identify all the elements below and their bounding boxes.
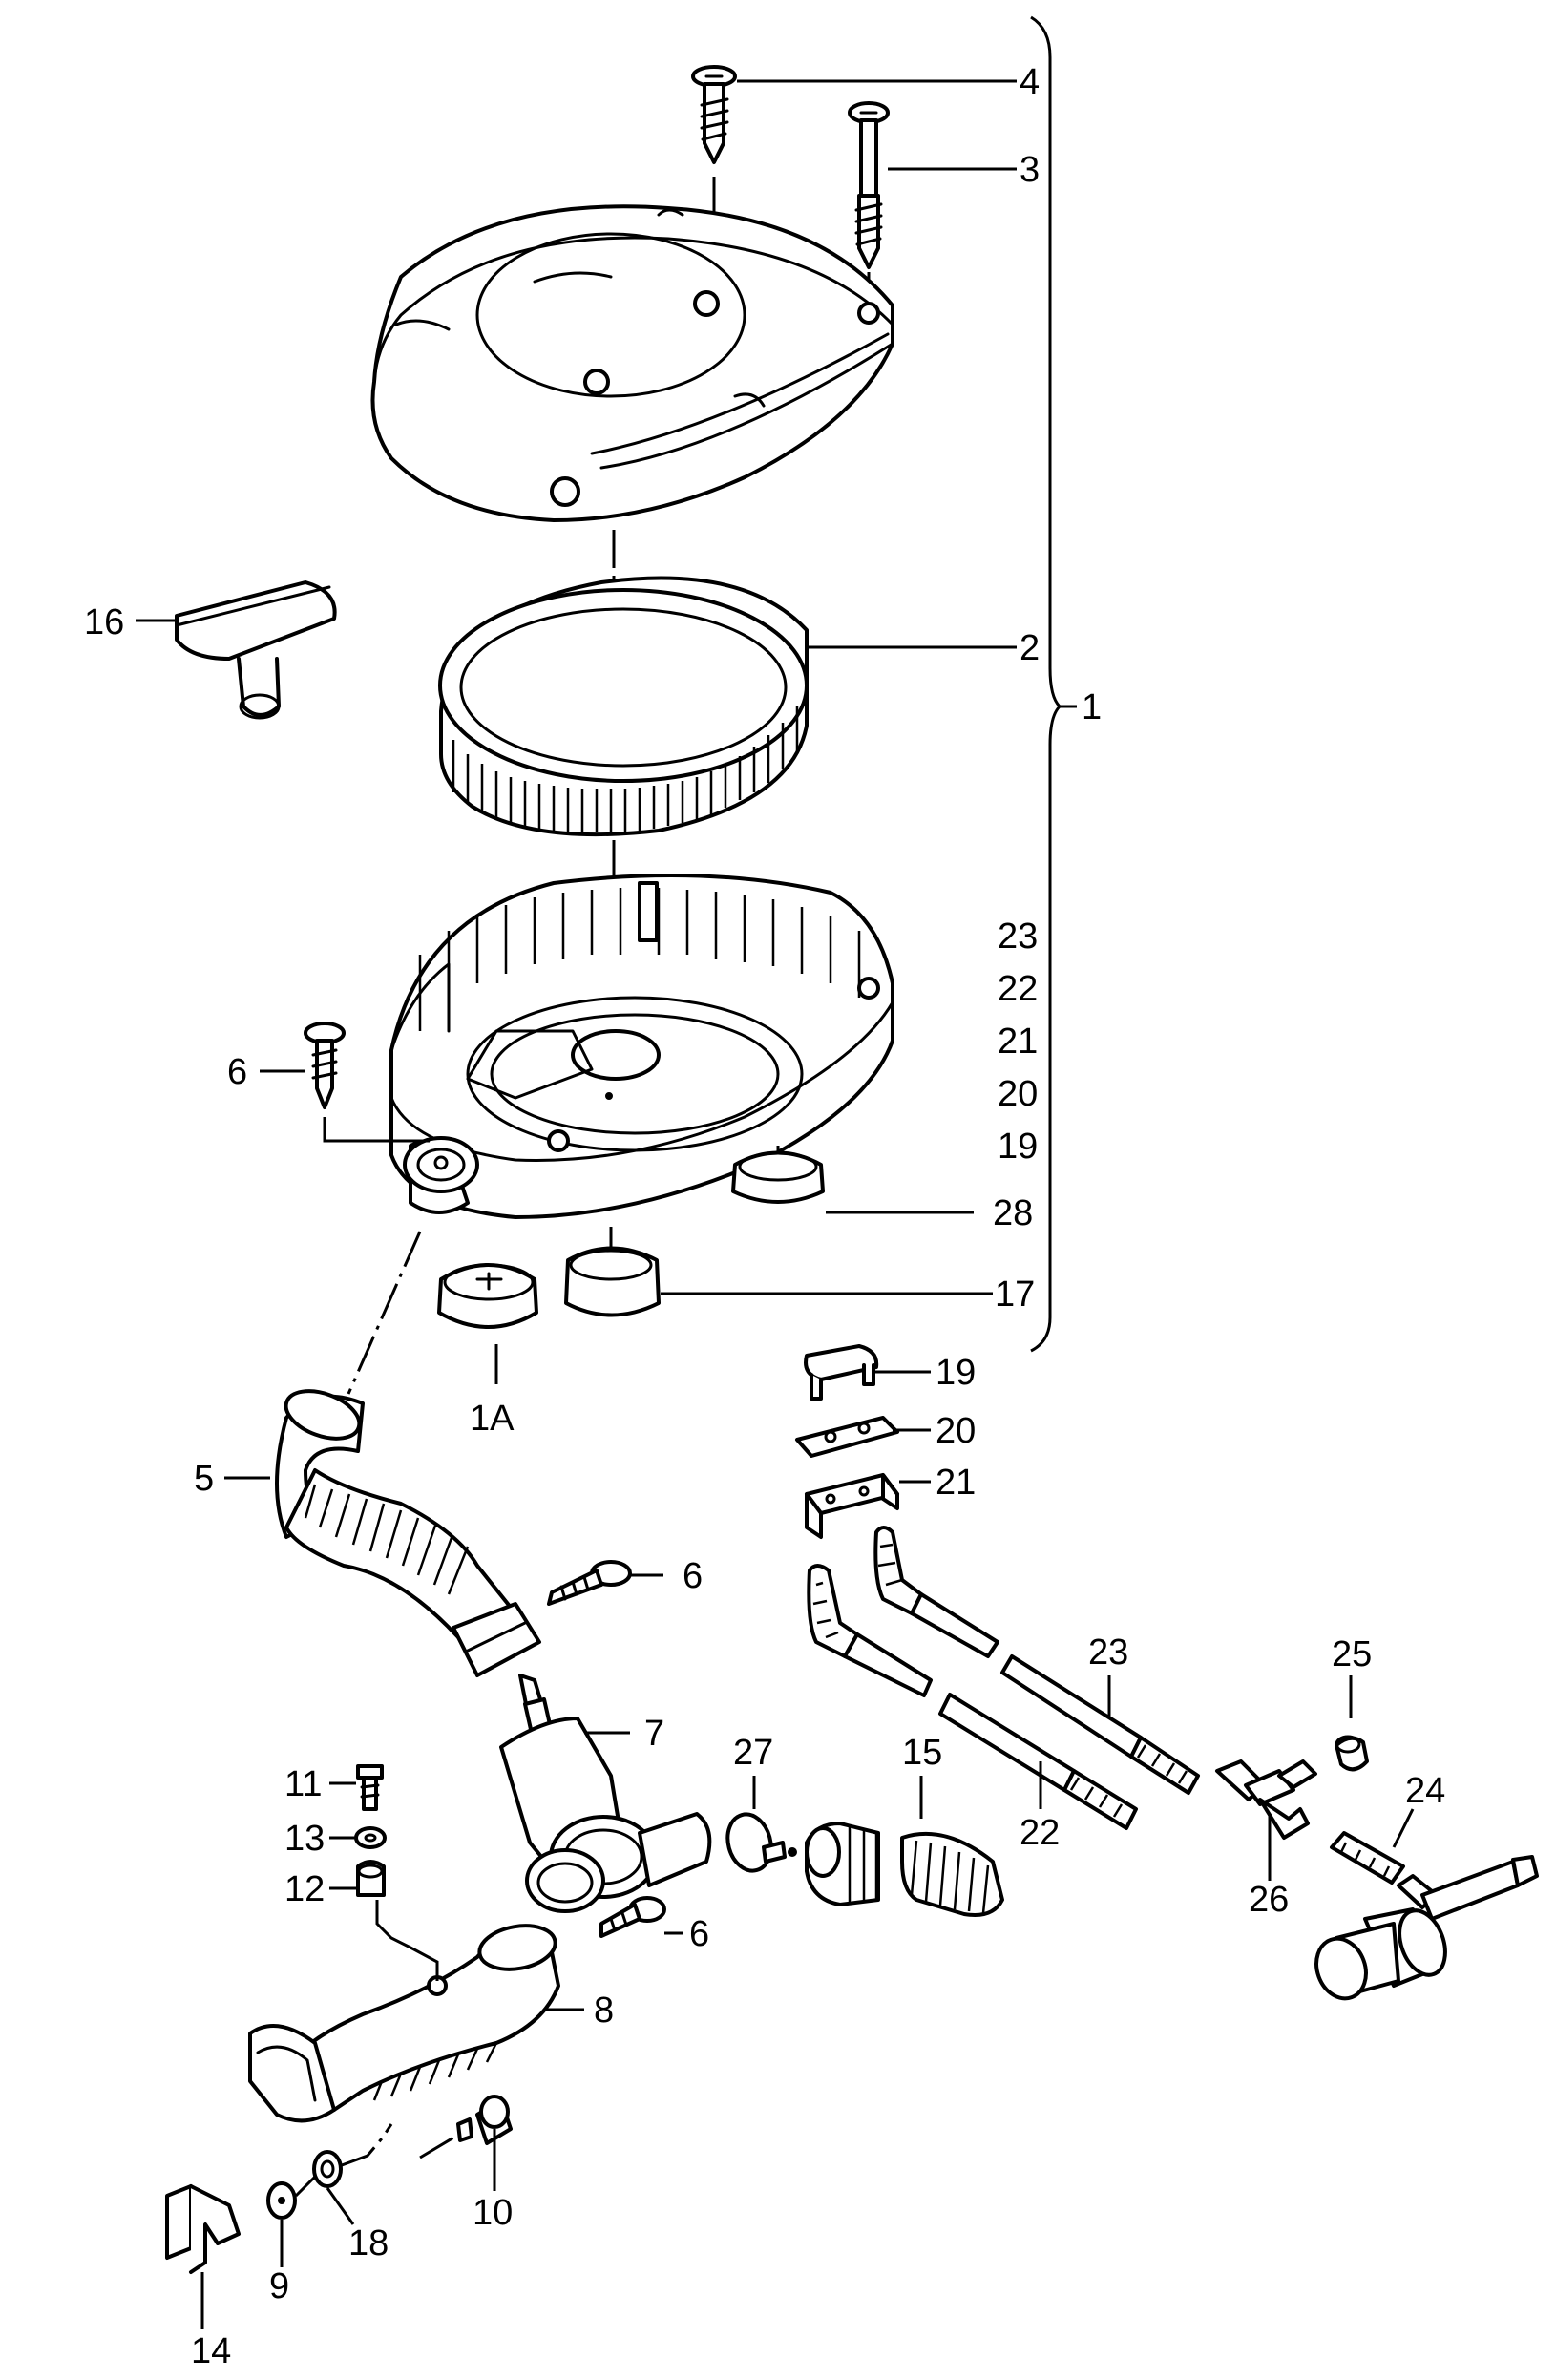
callout-26: 26: [1249, 1880, 1289, 1920]
callout-7: 7: [644, 1714, 664, 1754]
cap-25: [1335, 1675, 1369, 1772]
callout-11: 11: [284, 1764, 322, 1804]
grommet-17: [564, 1227, 661, 1317]
screw-6-middle: [547, 1560, 632, 1606]
callout-6-middle: 6: [683, 1556, 703, 1596]
clamp-27: [725, 1776, 797, 1873]
callout-5: 5: [194, 1459, 214, 1499]
bolt-11: [356, 1764, 384, 1811]
callout-1a: 1A: [470, 1399, 515, 1439]
connector-7: [499, 1697, 712, 1913]
callout-27: 27: [733, 1733, 773, 1773]
callout-14: 14: [191, 2331, 231, 2371]
filter-cover: [370, 204, 894, 522]
callout-9: 9: [269, 2266, 289, 2306]
plug-10: [419, 2095, 513, 2159]
callout-20: 20: [936, 1411, 976, 1451]
hose-22: [807, 1564, 1138, 1830]
kit-list-item-2: 22: [998, 969, 1038, 1009]
kit-list-item-1: 23: [998, 916, 1038, 957]
duct-8: [248, 1900, 560, 2123]
callout-12: 12: [284, 1869, 325, 1909]
screw-6-lower: [599, 1896, 666, 1938]
callout-6-lower: 6: [689, 1914, 709, 1954]
valve-assembly: [1314, 1855, 1539, 2001]
callout-17: 17: [995, 1274, 1035, 1315]
intake-hose-5: [275, 1389, 548, 1725]
callout-25: 25: [1332, 1634, 1372, 1674]
callout-24: 24: [1405, 1771, 1445, 1811]
callout-10: 10: [473, 2193, 513, 2233]
cap-19: [804, 1344, 931, 1401]
gasket-20: [795, 1416, 931, 1458]
filter-element: [438, 576, 809, 837]
kit-list-item-4: 20: [998, 1074, 1038, 1114]
callout-3: 3: [1020, 150, 1040, 190]
kit-list-item-3: 21: [998, 1022, 1038, 1062]
callout-2: 2: [1020, 628, 1040, 668]
tee-26: [1215, 1759, 1317, 1881]
washer-18: [312, 2150, 343, 2188]
callout-1: 1: [1082, 687, 1102, 727]
hose-23: [873, 1526, 1200, 1795]
callout-21: 21: [936, 1463, 976, 1503]
bracket-21: [805, 1473, 931, 1539]
lower-housing: [389, 874, 894, 1219]
screw-3: [848, 101, 890, 269]
bracket-14: [165, 2184, 241, 2329]
callout-15: 15: [902, 1733, 942, 1773]
callout-16: 16: [84, 602, 124, 642]
washer-9: [266, 2181, 297, 2220]
hose-24: [1330, 1808, 1415, 1885]
grommet-12: [356, 1860, 386, 1897]
washer-13: [354, 1826, 387, 1849]
callout-22: 22: [1020, 1813, 1060, 1853]
callout-6-upper: 6: [227, 1052, 247, 1092]
kit-list-item-5: 19: [998, 1127, 1038, 1167]
leader-18: [326, 2187, 355, 2225]
hose-15: [805, 1776, 1004, 1917]
plug-16: [136, 580, 337, 720]
cap-1a: [437, 1263, 538, 1384]
grommet-28: [731, 1146, 825, 1204]
callout-19: 19: [936, 1353, 976, 1393]
callout-13: 13: [284, 1819, 325, 1859]
callout-28: 28: [993, 1193, 1033, 1233]
screw-4: [691, 65, 737, 164]
callout-23: 23: [1088, 1632, 1128, 1673]
screw-6-upper: [304, 1022, 430, 1143]
callout-18: 18: [348, 2223, 389, 2264]
callout-8: 8: [594, 1990, 614, 2031]
callout-4: 4: [1020, 62, 1040, 102]
